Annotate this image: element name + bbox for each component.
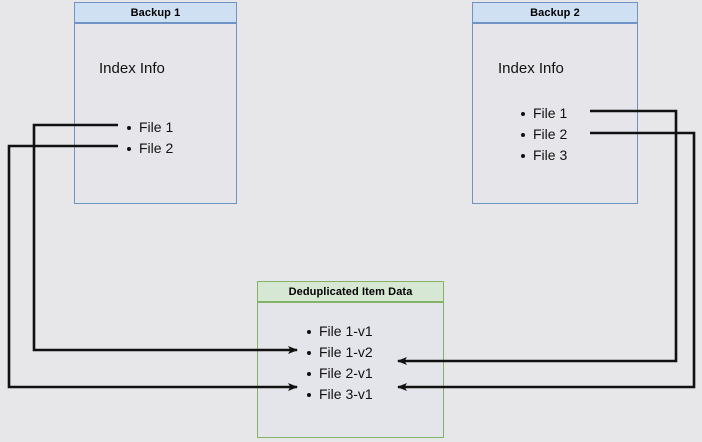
backup-1-file-item[interactable]: File 1 [126, 117, 173, 138]
backup-2-file-label: File 1 [533, 105, 568, 121]
dedup-file-label: File 3-v1 [319, 386, 373, 402]
backup-2-file-item[interactable]: File 3 [520, 145, 567, 166]
backup-2-file-label: File 2 [533, 126, 568, 142]
backup-1-file-item[interactable]: File 2 [126, 138, 173, 159]
deduplicated-item-data-header: Deduplicated Item Data [257, 281, 444, 302]
deduplicated-item-data-body: File 1-v1 File 1-v2 File 2-v1 File 3-v1 [257, 302, 444, 438]
backup-1-title: Backup 1 [130, 6, 181, 19]
backup-2-file-item[interactable]: File 2 [520, 124, 567, 145]
backup-2-title: Backup 2 [530, 6, 580, 19]
backup-1-index-info-label: Index Info [99, 60, 165, 77]
backup-2-index-info-label: Index Info [498, 60, 564, 77]
backup-2-file-item[interactable]: File 1 [520, 103, 567, 124]
backup-2-body: Index Info File 1 File 2 File 3 [472, 23, 638, 204]
backup-1-box[interactable]: Backup 1 Index Info File 1 File 2 [74, 2, 237, 204]
backup-1-file-label: File 2 [139, 140, 174, 156]
backup-2-file-list: File 1 File 2 File 3 [520, 103, 567, 166]
backup-1-file-list: File 1 File 2 [126, 117, 173, 159]
backup-1-header: Backup 1 [74, 2, 237, 23]
backup-2-file-label: File 3 [533, 147, 568, 163]
backup-2-box[interactable]: Backup 2 Index Info File 1 File 2 File 3 [472, 2, 638, 204]
dedup-file-label: File 1-v2 [319, 344, 373, 360]
backup-1-body: Index Info File 1 File 2 [74, 23, 237, 204]
dedup-file-list: File 1-v1 File 1-v2 File 2-v1 File 3-v1 [306, 321, 373, 405]
backup-2-header: Backup 2 [472, 2, 638, 23]
dedup-file-item[interactable]: File 1-v2 [306, 342, 373, 363]
backup-1-file-label: File 1 [139, 119, 174, 135]
dedup-file-item[interactable]: File 3-v1 [306, 384, 373, 405]
deduplicated-item-data-box[interactable]: Deduplicated Item Data File 1-v1 File 1-… [257, 281, 444, 438]
dedup-file-label: File 2-v1 [319, 365, 373, 381]
dedup-file-label: File 1-v1 [319, 323, 373, 339]
deduplicated-item-data-title: Deduplicated Item Data [288, 285, 413, 298]
dedup-file-item[interactable]: File 2-v1 [306, 363, 373, 384]
dedup-file-item[interactable]: File 1-v1 [306, 321, 373, 342]
